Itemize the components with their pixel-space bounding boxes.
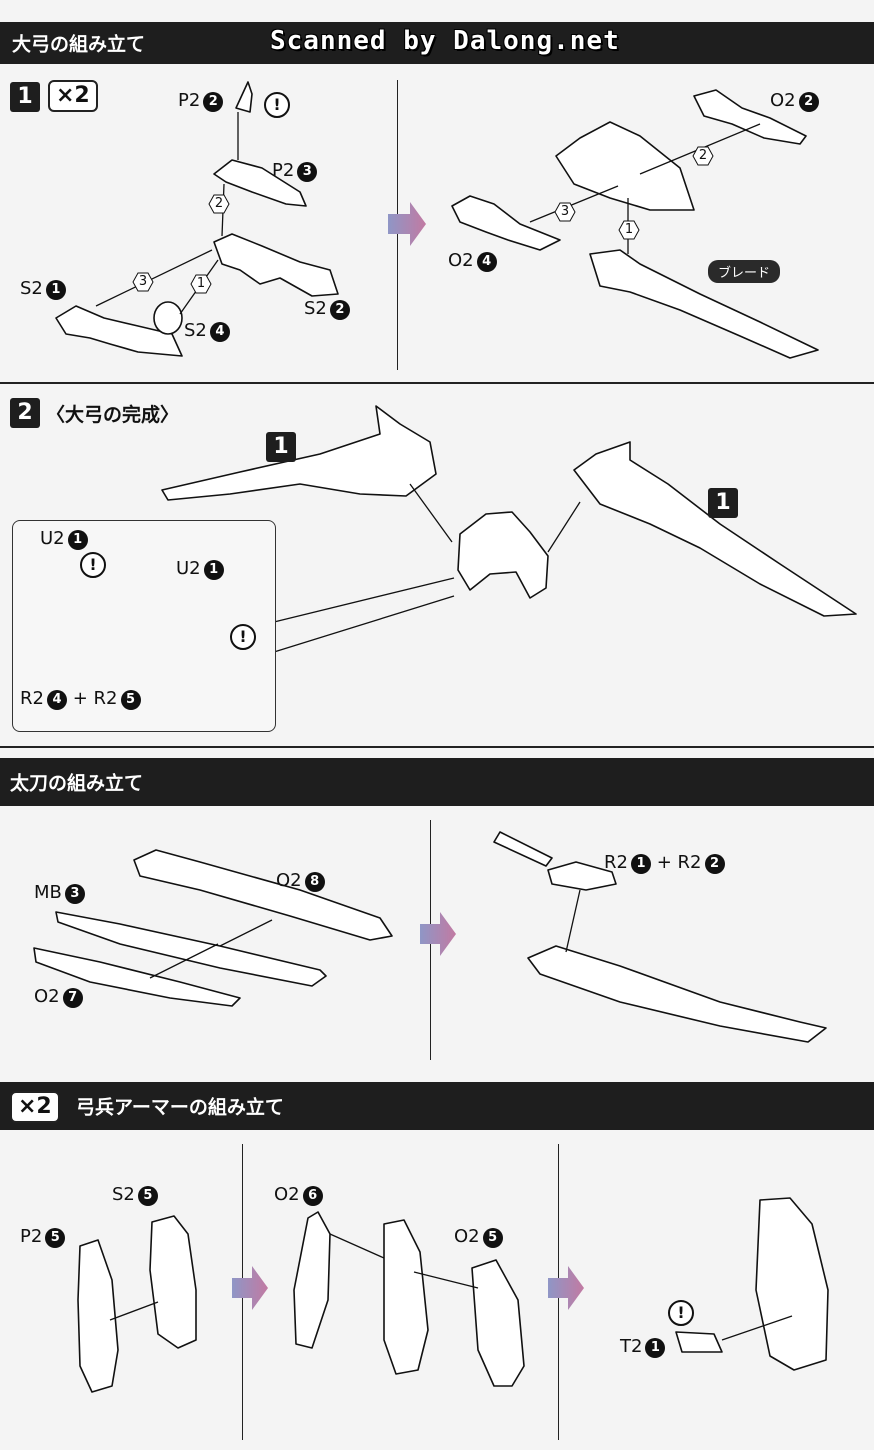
section-header-daikyu-assembly: 大弓の組み立て — [0, 22, 874, 64]
section-title: 大弓の組み立て — [12, 33, 146, 56]
part-o2-4 — [451, 195, 561, 251]
part-p2-3 — [213, 159, 307, 207]
bow-grip — [457, 511, 549, 599]
step-1-illustration — [55, 81, 819, 359]
ref-step-left: 1 — [266, 432, 296, 462]
part-o2-head — [555, 121, 695, 211]
part-p2-5 — [77, 1239, 119, 1393]
part-mb-3 — [55, 911, 327, 987]
armor-mid — [383, 1219, 429, 1375]
next-arrow-1 — [232, 1266, 268, 1310]
order-marker-2: 2 — [208, 194, 230, 214]
armor-final — [755, 1197, 829, 1371]
next-arrow-2 — [548, 1266, 584, 1310]
part-t2-1 — [675, 1331, 723, 1353]
part-blade — [589, 249, 819, 359]
tachi-assembled — [527, 945, 827, 1043]
tachi-illustration — [33, 831, 827, 1043]
bow-limb-right — [573, 441, 857, 617]
section-title: 弓兵アーマーの組み立て — [76, 1096, 284, 1119]
part-o2-2 — [693, 89, 807, 145]
section-header-tachi-assembly: 太刀の組み立て — [0, 758, 874, 806]
step-number: 2 — [10, 398, 40, 428]
part-r2-1 — [547, 861, 617, 891]
part-o2-7 — [33, 947, 241, 1007]
order-marker-3-right: 3 — [554, 202, 576, 222]
order-marker-2-right: 2 — [692, 146, 714, 166]
order-marker-1: 1 — [190, 274, 212, 294]
section-title: 太刀の組み立て — [10, 772, 144, 795]
section-divider — [0, 746, 874, 748]
part-o2-6 — [293, 1211, 331, 1349]
bow-limb-left — [161, 405, 437, 501]
part-s2-4 — [153, 301, 183, 335]
step-number: 1 — [10, 82, 40, 112]
next-arrow — [388, 202, 426, 246]
part-o2-5 — [471, 1259, 525, 1387]
caution-icon: ! — [264, 92, 290, 118]
tachi-handguard — [493, 831, 553, 867]
order-marker-1-right: 1 — [618, 220, 640, 240]
part-o2-8 — [133, 849, 393, 941]
archer-armor-illustration — [77, 1197, 829, 1393]
caution-icon: ! — [668, 1300, 694, 1326]
quantity-multiplier: ×2 — [48, 80, 98, 112]
part-s2-hub — [213, 233, 339, 297]
quantity-multiplier: ×2 — [10, 1091, 60, 1123]
part-p2-2 — [235, 81, 253, 113]
next-arrow — [420, 912, 456, 956]
blade-tag: ブレード — [708, 260, 781, 283]
part-s2-5 — [149, 1215, 197, 1349]
section-divider — [0, 382, 874, 384]
scanner-watermark: Scanned by Dalong.net — [270, 26, 620, 56]
order-marker-3: 3 — [132, 272, 154, 292]
caution-icon-2: ! — [230, 624, 256, 650]
step-subtitle: 〈大弓の完成〉 — [46, 404, 180, 426]
ref-step-right: 1 — [708, 488, 738, 518]
caution-icon: ! — [80, 552, 106, 578]
section-header-archer-armor: ×2 弓兵アーマーの組み立て — [0, 1082, 874, 1130]
part-s2-1 — [55, 305, 183, 357]
step-1-panel: 1 ×2 — [0, 64, 874, 382]
